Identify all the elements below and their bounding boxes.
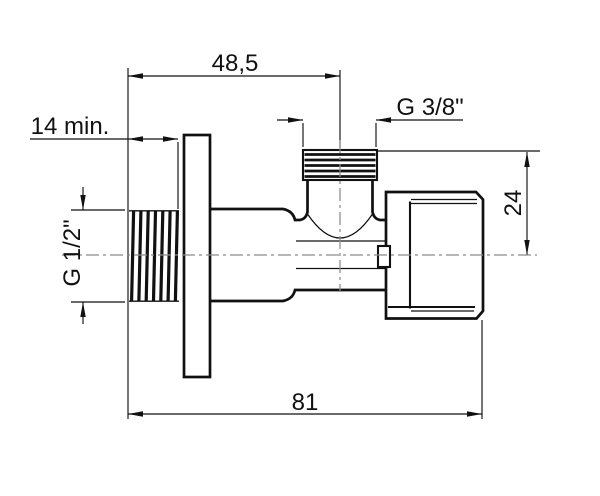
- outlet-thread-size-label: G 3/8": [396, 94, 463, 121]
- arrowhead: [80, 302, 86, 317]
- arrowhead: [288, 117, 303, 123]
- dim-81-label: 81: [292, 389, 319, 416]
- thread-tooth: [137, 211, 143, 301]
- min-thread-length-label: 14 min.: [31, 113, 110, 140]
- arrowhead: [80, 195, 86, 210]
- thread-tooth: [144, 211, 150, 301]
- inlet-thread-teeth: [130, 211, 179, 301]
- dim-48-5-label: 48,5: [212, 50, 259, 77]
- dim-24-label: 24: [500, 190, 527, 217]
- arrowhead: [128, 136, 143, 142]
- arrowhead: [524, 152, 530, 167]
- thread-tooth: [130, 211, 136, 301]
- dimension-arrowheads: [80, 73, 530, 417]
- arrowhead: [128, 411, 143, 417]
- arrowhead: [376, 117, 391, 123]
- arrowhead: [325, 73, 340, 79]
- inlet-thread-size-label: G 1/2": [59, 219, 86, 286]
- thread-tooth: [151, 211, 158, 301]
- wall-flange: [182, 133, 212, 379]
- thread-tooth: [166, 211, 172, 301]
- valve-stem: [376, 244, 392, 269]
- outlet-neck-right: [371, 180, 386, 222]
- outlet-neck-left: [299, 180, 309, 222]
- thread-tooth: [159, 211, 165, 301]
- arrowhead: [524, 240, 530, 255]
- body-top-left-edge: [210, 207, 300, 222]
- body-bottom-edge: [210, 288, 386, 303]
- thread-tooth: [173, 211, 179, 301]
- arrowhead: [163, 136, 178, 142]
- dimension-labels: 48,5 G 3/8" 14 min. G 1/2" 24 81: [31, 50, 527, 416]
- arrowhead: [467, 411, 482, 417]
- arrowhead: [128, 73, 143, 79]
- centerlines: [62, 140, 537, 292]
